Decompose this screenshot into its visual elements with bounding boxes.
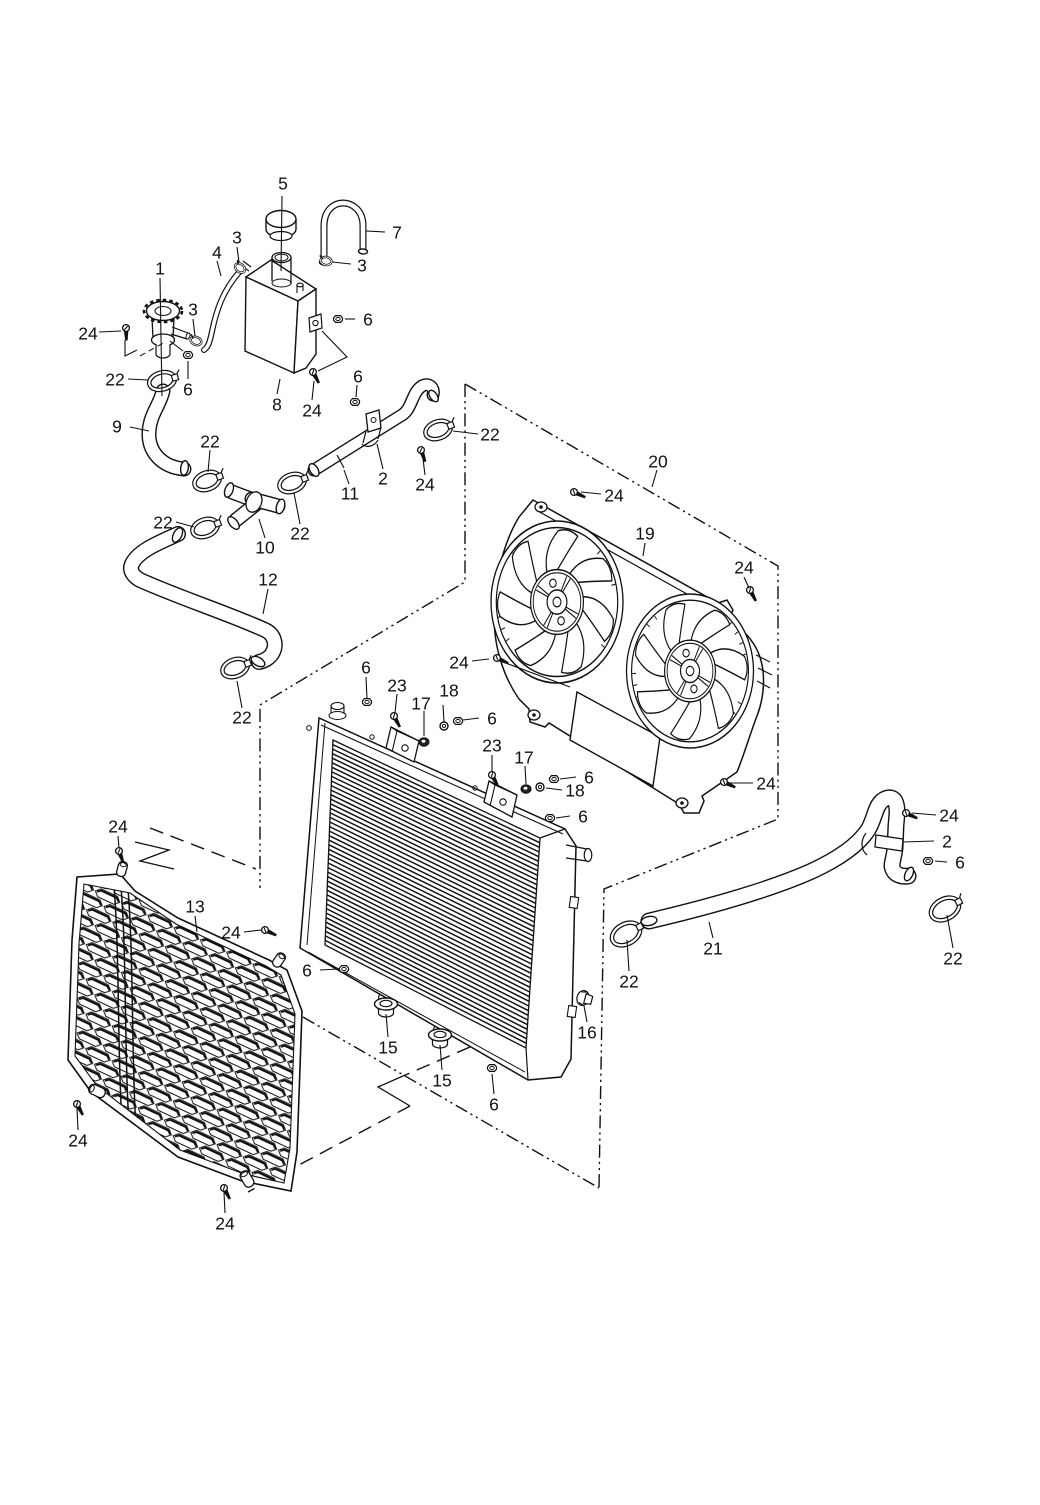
svg-text:19: 19	[635, 523, 654, 543]
svg-text:3: 3	[357, 255, 367, 275]
svg-text:24: 24	[449, 652, 469, 672]
svg-text:2: 2	[942, 831, 952, 851]
svg-text:6: 6	[302, 960, 312, 980]
svg-text:23: 23	[387, 675, 406, 695]
svg-text:12: 12	[258, 569, 277, 589]
svg-text:24: 24	[108, 816, 128, 836]
svg-text:24: 24	[734, 557, 754, 577]
svg-text:8: 8	[272, 394, 282, 414]
svg-text:6: 6	[489, 1094, 499, 1114]
svg-text:24: 24	[221, 922, 241, 942]
svg-text:22: 22	[619, 971, 638, 991]
svg-text:17: 17	[514, 747, 533, 767]
svg-text:1: 1	[155, 258, 165, 278]
svg-text:6: 6	[487, 708, 497, 728]
svg-text:22: 22	[232, 707, 251, 727]
svg-text:16: 16	[577, 1022, 596, 1042]
svg-text:24: 24	[302, 400, 322, 420]
svg-text:24: 24	[68, 1130, 88, 1150]
svg-text:3: 3	[232, 227, 242, 247]
svg-text:22: 22	[290, 523, 309, 543]
svg-text:6: 6	[363, 309, 373, 329]
svg-text:6: 6	[955, 852, 965, 872]
svg-text:22: 22	[105, 369, 124, 389]
svg-text:4: 4	[212, 242, 222, 262]
svg-text:22: 22	[480, 424, 499, 444]
svg-text:13: 13	[185, 896, 204, 916]
svg-text:24: 24	[415, 474, 435, 494]
svg-text:17: 17	[411, 693, 430, 713]
svg-text:6: 6	[584, 767, 594, 787]
svg-text:15: 15	[378, 1037, 397, 1057]
svg-text:2: 2	[378, 468, 388, 488]
svg-text:18: 18	[565, 780, 584, 800]
svg-text:15: 15	[432, 1070, 451, 1090]
svg-text:21: 21	[703, 938, 722, 958]
svg-text:18: 18	[439, 680, 458, 700]
svg-text:9: 9	[112, 416, 122, 436]
svg-text:6: 6	[578, 806, 588, 826]
svg-text:24: 24	[939, 805, 959, 825]
svg-text:20: 20	[648, 451, 668, 471]
svg-text:10: 10	[255, 537, 275, 557]
svg-text:5: 5	[278, 173, 288, 193]
svg-text:23: 23	[482, 735, 501, 755]
svg-text:6: 6	[361, 657, 371, 677]
svg-text:24: 24	[78, 323, 98, 343]
svg-text:24: 24	[604, 485, 624, 505]
svg-text:6: 6	[183, 379, 193, 399]
svg-text:7: 7	[392, 222, 402, 242]
svg-text:24: 24	[756, 773, 776, 793]
svg-text:11: 11	[341, 483, 359, 503]
svg-text:22: 22	[200, 431, 219, 451]
svg-text:24: 24	[215, 1213, 235, 1233]
svg-text:22: 22	[153, 512, 172, 532]
svg-text:3: 3	[188, 299, 198, 319]
svg-text:22: 22	[943, 948, 962, 968]
svg-text:6: 6	[353, 366, 363, 386]
